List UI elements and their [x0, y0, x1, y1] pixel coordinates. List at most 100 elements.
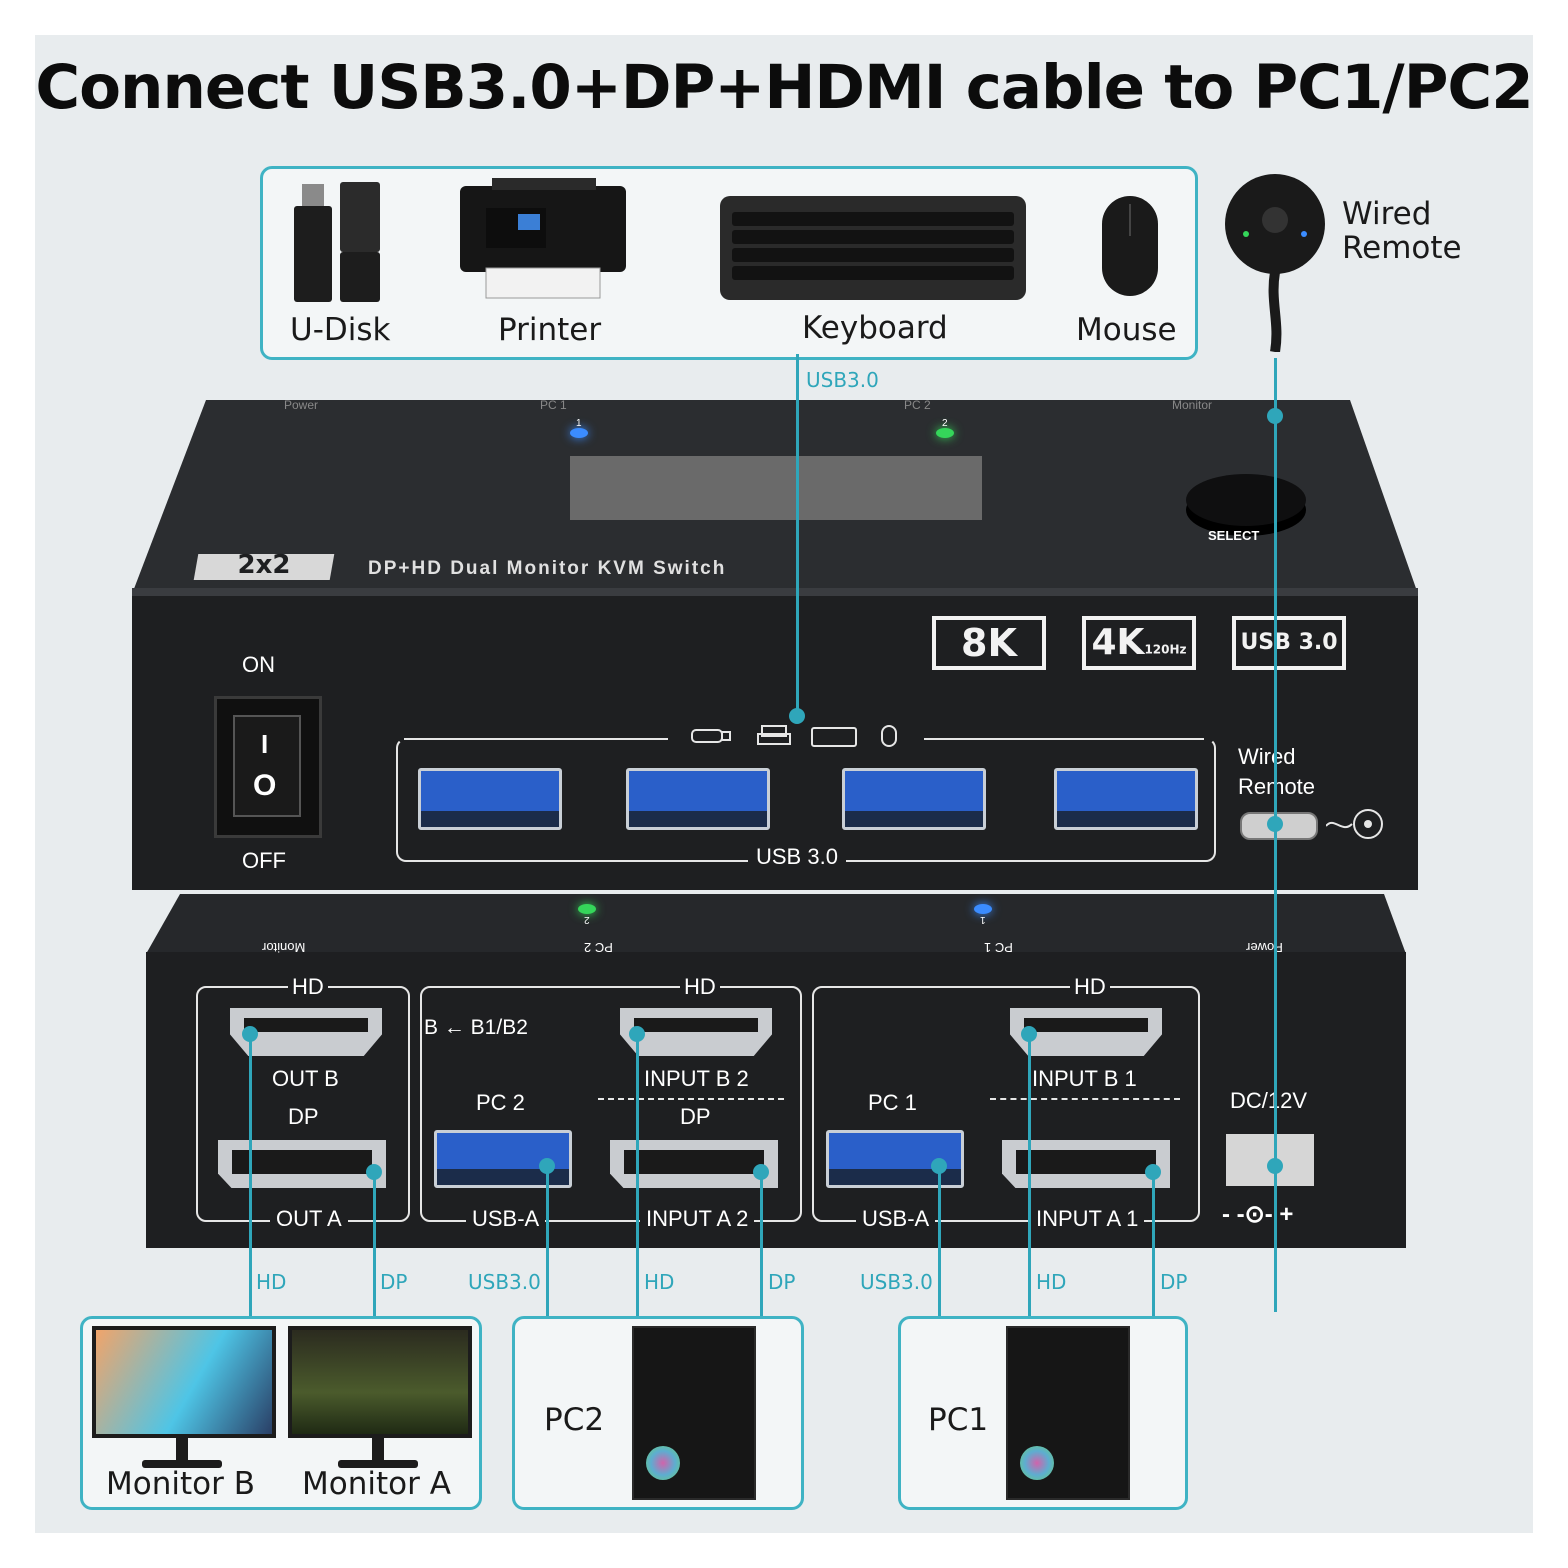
pc2-tower-icon: [632, 1326, 756, 1500]
usb-pc2-line: [546, 1166, 549, 1316]
dp-a-line: [373, 1170, 376, 1316]
out-a-label: OUT A: [270, 1206, 348, 1232]
headline: Connect USB3.0+DP+HDMI cable to PC1/PC2: [35, 52, 1533, 123]
hd-pc1-dot: [1021, 1026, 1037, 1042]
badge-8k: 8K: [932, 616, 1046, 670]
front-usb-port-4[interactable]: [1054, 768, 1198, 830]
usb-frame-top-left: [404, 738, 668, 740]
pc2-dp-header: DP: [680, 1104, 711, 1129]
hd-pc1-label: HD: [1036, 1270, 1067, 1294]
pc1-group-frame: [812, 986, 1200, 1222]
remote-connection-line: [1274, 358, 1277, 1312]
top-label-power: Power: [284, 398, 319, 412]
top-label-pc2: PC 2: [904, 398, 931, 412]
pc2-group-frame: [420, 986, 802, 1222]
usb-pc1-label: USB3.0: [860, 1270, 933, 1294]
rear-top-label-pc1: PC 1: [984, 940, 1013, 955]
pc2-hd-header: HD: [680, 974, 720, 1000]
input-b2-hdmi-port[interactable]: [620, 1008, 772, 1056]
select-knob[interactable]: [1186, 474, 1306, 526]
rear-led-blue-number: 1: [980, 914, 986, 925]
pc1-divider: [990, 1098, 1180, 1100]
usb-pc2-label: USB3.0: [468, 1270, 541, 1294]
dc-label: DC/12V: [1230, 1088, 1308, 1113]
switch-o-mark: O: [253, 769, 277, 802]
badge-4k-text: 4K: [1091, 622, 1145, 663]
switch-i-mark: I: [261, 729, 269, 759]
product-name: DP+HD Dual Monitor KVM Switch: [368, 558, 727, 579]
rear-top-label-power: Power: [1246, 940, 1283, 955]
pc1-tower-icon: [1006, 1326, 1130, 1500]
kvm-switch-rear: [144, 894, 1408, 1250]
monitor-b-base: [142, 1460, 222, 1468]
monitor-a-base: [338, 1460, 418, 1468]
rocker: [233, 715, 301, 817]
dp-a-dot: [366, 1164, 382, 1180]
printer-icon: [456, 178, 630, 300]
monitor-a-label: Monitor A: [302, 1466, 451, 1502]
out-a-dp-port[interactable]: [218, 1140, 386, 1188]
rear-top-label-monitor: Monitor: [262, 940, 306, 955]
remote-port-label-1: Wired: [1238, 744, 1296, 769]
pc1-hd-header: HD: [1070, 974, 1110, 1000]
hd-b-label: HD: [256, 1270, 287, 1294]
dp-a-label: DP: [380, 1270, 408, 1294]
monitor-b-label: Monitor B: [106, 1466, 255, 1502]
input-b2-label: INPUT B 2: [644, 1066, 749, 1091]
led-pc1: [570, 428, 588, 438]
pc2-device-label: PC2: [544, 1402, 605, 1438]
led-pc1-number: 1: [576, 418, 582, 429]
pc2-usb-a-label: USB-A: [466, 1206, 546, 1232]
badge-4k-sub: 120Hz: [1144, 642, 1187, 657]
label-cover: [570, 456, 982, 520]
dp-pc2-dot: [753, 1164, 769, 1180]
input-b1-label: INPUT B 1: [1032, 1066, 1137, 1091]
usb-connection-line: [796, 354, 799, 716]
mouse-icon: [1100, 194, 1160, 298]
dp-pc2-line: [760, 1170, 763, 1316]
front-usb-port-3[interactable]: [842, 768, 986, 830]
switch-on-label: ON: [242, 652, 275, 677]
front-usb-port-2[interactable]: [626, 768, 770, 830]
out-hd-header: HD: [288, 974, 328, 1000]
usb-connection-label: USB3.0: [806, 368, 879, 392]
rear-led-green: [578, 904, 596, 914]
usb-pc2-dot: [539, 1158, 555, 1174]
remote-symbol-icon: [1325, 806, 1386, 842]
pc2-divider: [598, 1098, 784, 1100]
rear-top-label-pc2: PC 2: [584, 940, 613, 955]
usb-pc1-line: [938, 1166, 941, 1316]
usb-group-label: USB 3.0: [748, 844, 846, 870]
wired-remote-label-1: Wired: [1342, 196, 1432, 232]
model-tag-text: 2x2: [237, 550, 291, 580]
power-switch[interactable]: I O: [214, 696, 322, 838]
hd-pc2-label: HD: [644, 1270, 675, 1294]
dp-pc1-label: DP: [1160, 1270, 1188, 1294]
front-usb-port-1[interactable]: [418, 768, 562, 830]
peripheral-label-keyboard: Keyboard: [802, 310, 948, 346]
monitor-a-icon: [288, 1326, 472, 1438]
input-a1-label: INPUT A 1: [1030, 1206, 1145, 1232]
polarity-symbol: - -⊙- +: [1222, 1201, 1294, 1228]
remote-connection-dot-mid: [1267, 816, 1283, 832]
keyboard-icon: [720, 196, 1026, 300]
rear-led-blue: [974, 904, 992, 914]
hd-b-dot: [242, 1026, 258, 1042]
usb-connection-dot: [789, 708, 805, 724]
wired-remote-icon: [1220, 172, 1330, 353]
usb-pc1-dot: [931, 1158, 947, 1174]
badge-usb3: USB 3.0: [1232, 616, 1346, 670]
usb-frame-top-right: [924, 738, 1204, 740]
wired-remote-label-2: Remote: [1342, 230, 1462, 266]
remote-connection-dot-top: [1267, 408, 1283, 424]
b-select-label: B ← B1/B2: [424, 1016, 528, 1039]
pc1-device-label: PC1: [928, 1402, 989, 1438]
dp-pc1-line: [1152, 1170, 1155, 1316]
peripheral-label-printer: Printer: [498, 312, 602, 348]
hd-pc2-line: [636, 1030, 639, 1316]
hd-b-line: [249, 1030, 252, 1316]
remote-connection-dot-dc: [1267, 1158, 1283, 1174]
rear-led-green-number: 2: [584, 914, 590, 925]
top-label-monitor: Monitor: [1172, 398, 1213, 412]
pc1-label: PC 1: [864, 1090, 921, 1116]
